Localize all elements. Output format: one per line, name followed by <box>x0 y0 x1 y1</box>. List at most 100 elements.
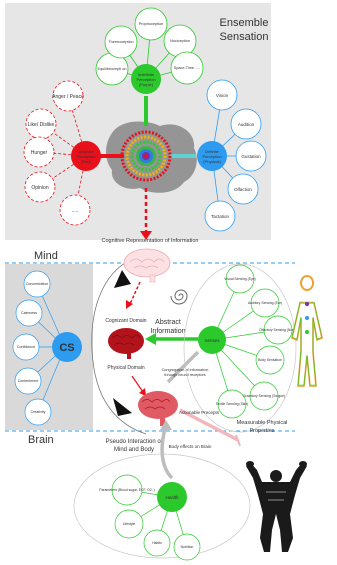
cs-leaf-circle <box>23 270 51 298</box>
cs-leaf-circle <box>14 367 42 395</box>
cs-leaf-label: Concentration <box>26 282 48 286</box>
cognitive-down-arrowhead <box>140 231 152 240</box>
red-leaf-labels: Anger / Peace Like/ Dislike Hunger Opini… <box>28 94 84 214</box>
body-effects-arrow <box>160 425 174 480</box>
red-leaf-label: Hunger <box>31 150 48 156</box>
measurable-properties-line: Properties <box>249 428 274 434</box>
senses-hub <box>198 326 226 354</box>
green-leaves <box>95 7 204 86</box>
ensemble-title-line2: Sensation <box>220 31 269 43</box>
senses-leaf-label: Visual Sensing (Eye) <box>224 277 255 281</box>
abstract-hub-line: Perception <box>76 154 95 159</box>
brain-label: Brain <box>28 434 54 446</box>
cs-leaves <box>12 270 52 426</box>
senses-leaf-circle <box>225 264 255 294</box>
arc-arrowhead-lower <box>113 398 132 416</box>
senses-leaf-circle <box>263 315 293 345</box>
health-hub <box>157 482 187 512</box>
cognitive-to-domain-arrowhead <box>126 300 133 309</box>
green-leaf-label: Space-Time ..... <box>174 66 201 70</box>
blue-leaf-label: Audition <box>238 122 255 127</box>
green-leaf-label: Equilibriocepti on <box>98 67 127 71</box>
health-leaves <box>111 474 201 561</box>
health-leaf-circle <box>114 509 144 539</box>
definite-hub: Definite Perception (Physical) <box>197 141 227 171</box>
cs-leaf-labels: Concentration Calmness Confidence Conten… <box>17 282 48 414</box>
cognizant-domain-label: Cognizant Domain <box>105 318 146 324</box>
blue-leaf-label: Vision <box>216 93 229 98</box>
blue-leaf-label: Gustation <box>241 154 261 159</box>
cs-hub-label: CS <box>59 342 74 354</box>
senses-leaf-circle <box>255 345 285 375</box>
human-aura-figure <box>291 275 323 387</box>
domain-to-brain-arrowhead <box>139 388 146 396</box>
blue-leaves <box>204 79 267 232</box>
health-hub-label: Health <box>165 495 179 500</box>
blue-leaf-label: Tactation <box>211 214 230 219</box>
green-leaf-label: Proprioception <box>139 22 163 26</box>
blue-leaf-circle <box>235 140 267 172</box>
health-leaf-label: Nutrition <box>181 545 194 549</box>
domain-brain <box>108 328 144 359</box>
red-leaf-label: Anger / Peace <box>52 94 84 100</box>
health-leaf-label: Habits <box>152 541 162 545</box>
blue-leaf-circle <box>230 108 262 140</box>
definite-hub-line: Perception <box>202 154 221 159</box>
red-leaves <box>23 80 91 226</box>
cs-leaf-label: Confidence <box>17 345 35 349</box>
pseudo-interaction-line: Mind and Body <box>114 447 154 453</box>
red-leaf-circle <box>59 194 91 226</box>
health-boundary <box>73 453 251 559</box>
body-effects-arrowhead <box>160 420 172 430</box>
senses-hub-label: Senses <box>204 338 220 343</box>
cs-leaf-label: Creativity <box>31 410 46 414</box>
green-leaf-labels: Equilibriocepti on Thermoception Proprio… <box>98 22 201 71</box>
blue-leaf-circle <box>227 173 259 205</box>
senses-leaf-labels: Visual Sensing (Eye) Auditory Sensing (E… <box>216 277 297 406</box>
abstract-hub-line: (Red) <box>81 159 92 164</box>
cs-hub <box>52 332 82 362</box>
senses-leaf-label: Olfactory Sensing (Nose) <box>259 328 297 332</box>
senses-leaves <box>217 264 293 419</box>
domain-to-brain-arrow <box>131 375 144 393</box>
actionable-precepts-label: Actionable Precepts <box>179 410 220 415</box>
cognitive-brain <box>123 248 171 283</box>
senses-leaf-label: Body Sensation <box>258 358 282 362</box>
red-leaf-label: Opinion <box>31 185 48 191</box>
central-sunburst <box>120 130 172 182</box>
physical-domain-label: Physical Domain <box>107 365 144 371</box>
cognitive-to-domain-arrow <box>129 281 141 305</box>
definite-hub-line: (Physical) <box>203 159 221 164</box>
actionable-precepts-arrow <box>179 408 239 442</box>
blue-leaf-circle <box>204 200 236 232</box>
indefinite-hub: Indefinite Perception (Purple) <box>131 64 161 94</box>
abstract-hub-line: Abstract <box>79 149 95 154</box>
senses-leaf-circle <box>217 389 247 419</box>
middle-arc <box>91 255 147 435</box>
health-leaf-label: Parameters (Blood sugar, ECF, O2..) <box>99 488 154 492</box>
ensemble-title-line1: Ensemble <box>220 17 269 29</box>
arc-arrowhead-upper <box>114 270 131 288</box>
physical-brain <box>138 391 178 426</box>
cs-leaf-label: Contentment <box>18 379 39 383</box>
cs-leaf-circle <box>24 398 52 426</box>
congregation-line: Congregation of information <box>162 368 209 372</box>
green-leaf-label: Thermoception <box>108 40 133 44</box>
body-effects-label: Body effects on Brain <box>169 444 212 449</box>
abstract-information-line: Abstract <box>155 319 181 326</box>
mind-label: Mind <box>34 250 58 262</box>
indefinite-hub-line: Indefinite <box>138 72 155 77</box>
health-leaf-labels: Parameters (Blood sugar, ECF, O2..) Life… <box>99 488 193 549</box>
cs-leaf-label: Calmness <box>21 311 37 315</box>
red-leaf-circle <box>24 171 56 203</box>
cs-leaf-circle <box>15 299 43 327</box>
green-leaf-label: Nociception <box>170 39 190 43</box>
senses-leaf-label: Gustatory Sensing (Tongue) <box>243 394 285 398</box>
blue-leaf-label: Olfaction <box>234 187 252 192</box>
actionable-precepts-arrow-end <box>235 434 241 447</box>
health-leaf-circle <box>173 533 201 561</box>
blue-leaf-circle <box>206 79 238 111</box>
health-leaf-circle <box>143 529 171 557</box>
bodybuilder-figure <box>246 461 307 552</box>
senses-boundary <box>183 263 297 433</box>
